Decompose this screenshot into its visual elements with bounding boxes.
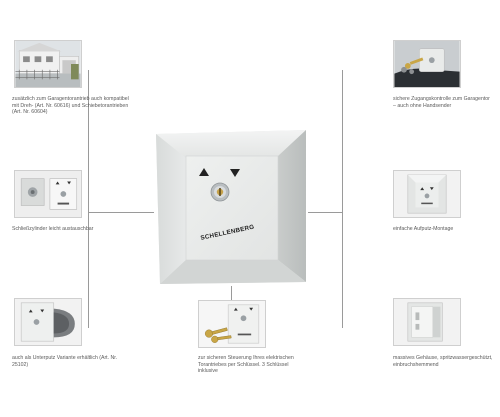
thumb-lock-cylinder (14, 170, 82, 218)
surface-mount-image (394, 171, 460, 217)
connector-bottom-vertical (231, 286, 232, 300)
key-cylinder-icon (210, 182, 230, 202)
connector-right-vertical (342, 70, 343, 328)
lock-cylinder-image (15, 171, 81, 217)
caption-bottom-left: auch als Unterputz Variante erhältlich (… (12, 355, 118, 368)
housing-image (394, 299, 460, 345)
connector-left-horizontal (88, 212, 154, 213)
key-access-image (394, 41, 460, 87)
arrow-up-icon (199, 168, 209, 176)
caption-mid-right: einfache Aufputz-Montage (393, 226, 454, 232)
thumb-key-access (393, 40, 461, 88)
caption-bottom-center: zur sicheren Steuerung Ihres elektrische… (198, 355, 294, 375)
key-switch-illustration (156, 130, 306, 284)
caption-mid-left: Schließzylinder leicht austauschbar (12, 226, 94, 232)
keys-image (199, 301, 265, 347)
garage-house-image (15, 41, 81, 87)
caption-bottom-right: massives Gehäuse, spritzwassergeschützt,… (393, 355, 493, 368)
thumb-surface-mount (393, 170, 461, 218)
thumb-flush-mount (14, 298, 82, 346)
key-switch-device (154, 128, 308, 286)
caption-top-right: sichere Zugangskontrolle zum Garagentor … (393, 96, 490, 109)
thumb-keys (198, 300, 266, 348)
flush-mount-image (15, 299, 81, 345)
thumb-housing (393, 298, 461, 346)
connector-right-horizontal (308, 212, 342, 213)
caption-top-left: zusätzlich zum Garagentorantrieb auch ko… (12, 96, 129, 116)
arrow-down-icon (230, 169, 240, 177)
thumb-garage-house (14, 40, 82, 88)
connector-left-vertical (88, 70, 89, 328)
